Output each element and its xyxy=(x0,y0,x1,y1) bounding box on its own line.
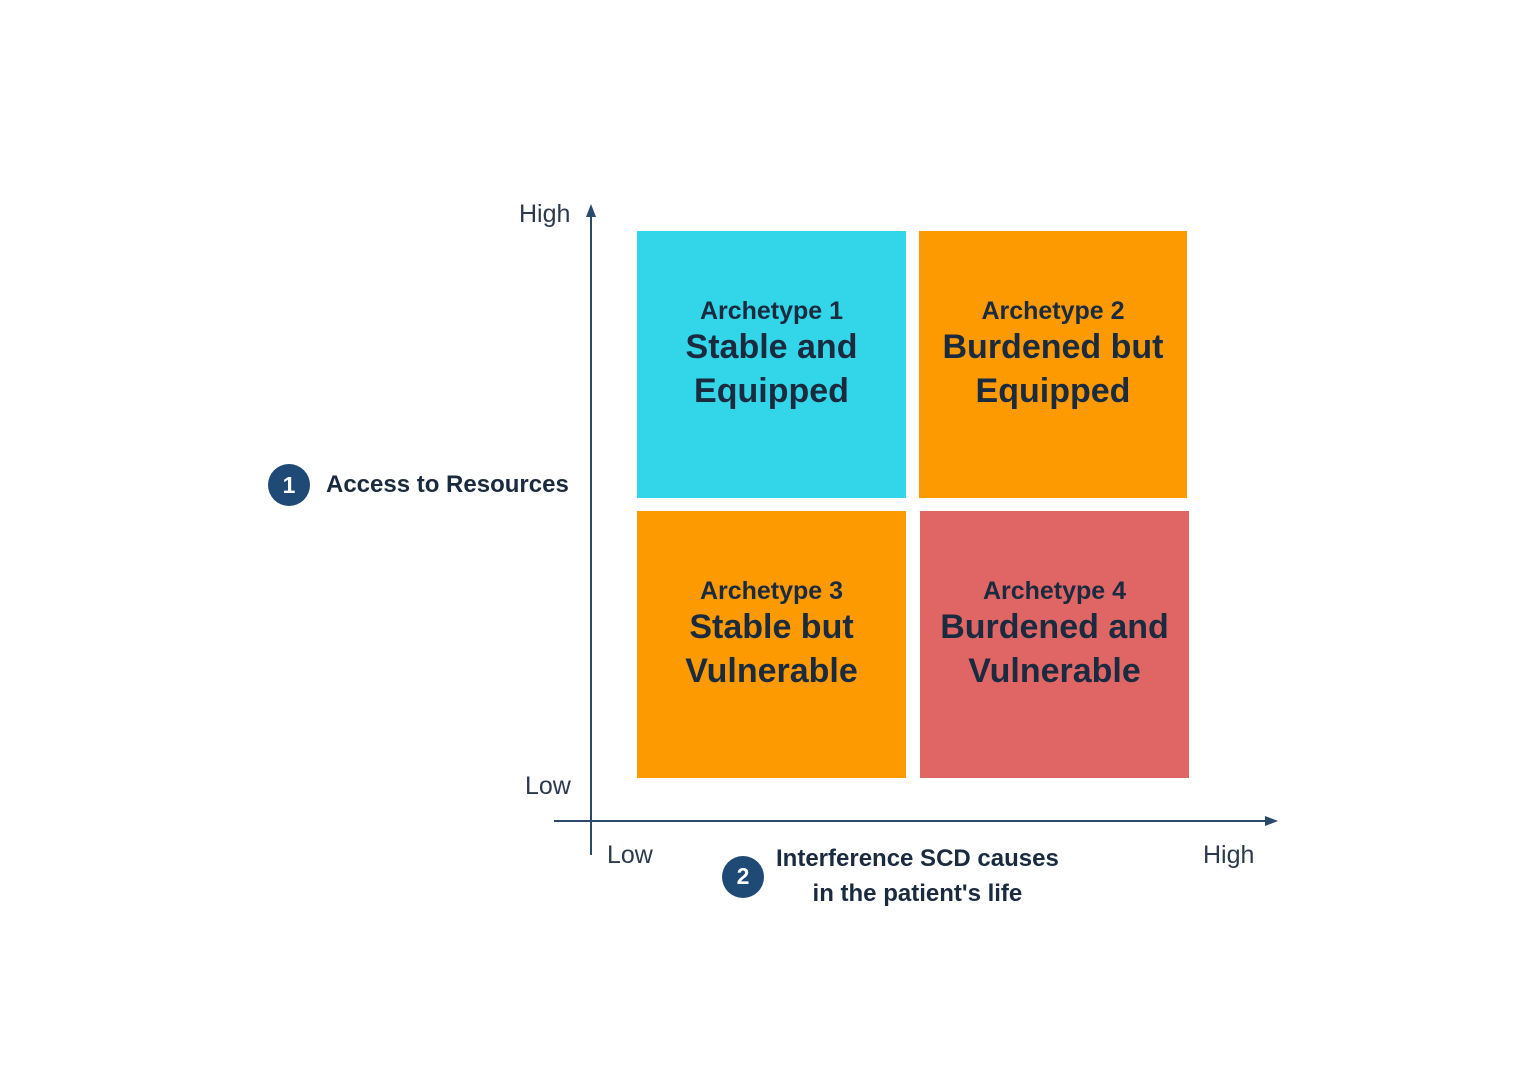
quadrant-title: Stable and Equipped xyxy=(685,327,858,410)
y-axis-title: 1 Access to Resources xyxy=(268,464,569,506)
y-axis-number-badge: 1 xyxy=(268,464,310,506)
x-axis-number-badge: 2 xyxy=(722,855,764,898)
quadrant-archetype-2: Archetype 2 Burdened but Equipped xyxy=(919,231,1187,498)
x-axis-title-block: Interference SCD causes in the patient's… xyxy=(776,842,1059,912)
y-axis-high-label: High xyxy=(519,200,571,228)
x-axis-title-line-2: in the patient's life xyxy=(812,879,1023,907)
x-axis-title: 2 Interference SCD causes in the patient… xyxy=(722,842,1059,912)
quadrant-archetype-1: Archetype 1 Stable and Equipped xyxy=(637,231,906,498)
quadrant-number: Archetype 3 xyxy=(699,576,844,605)
y-axis-arrowhead xyxy=(586,204,596,217)
x-axis-title-line-1: Interference SCD causes xyxy=(776,845,1059,872)
quadrant-title: Burdened but Equipped xyxy=(942,327,1164,410)
quadrant-title: Stable but Vulnerable xyxy=(685,607,858,690)
quadrant-number: Archetype 2 xyxy=(981,296,1125,325)
quadrant-number: Archetype 1 xyxy=(699,296,844,325)
x-axis-high-label: High xyxy=(1203,841,1255,869)
x-axis-low-label: Low xyxy=(607,841,653,869)
y-axis-low-label: Low xyxy=(525,772,571,800)
quadrant-number: Archetype 4 xyxy=(982,576,1127,605)
x-axis-arrowhead xyxy=(1265,816,1278,826)
quadrant-archetype-3: Archetype 3 Stable but Vulnerable xyxy=(637,511,906,778)
y-axis-title-text: Access to Resources xyxy=(326,470,569,498)
quadrant-title: Burdened and Vulnerable xyxy=(940,607,1169,690)
quadrant-archetype-4: Archetype 4 Burdened and Vulnerable xyxy=(920,511,1189,778)
